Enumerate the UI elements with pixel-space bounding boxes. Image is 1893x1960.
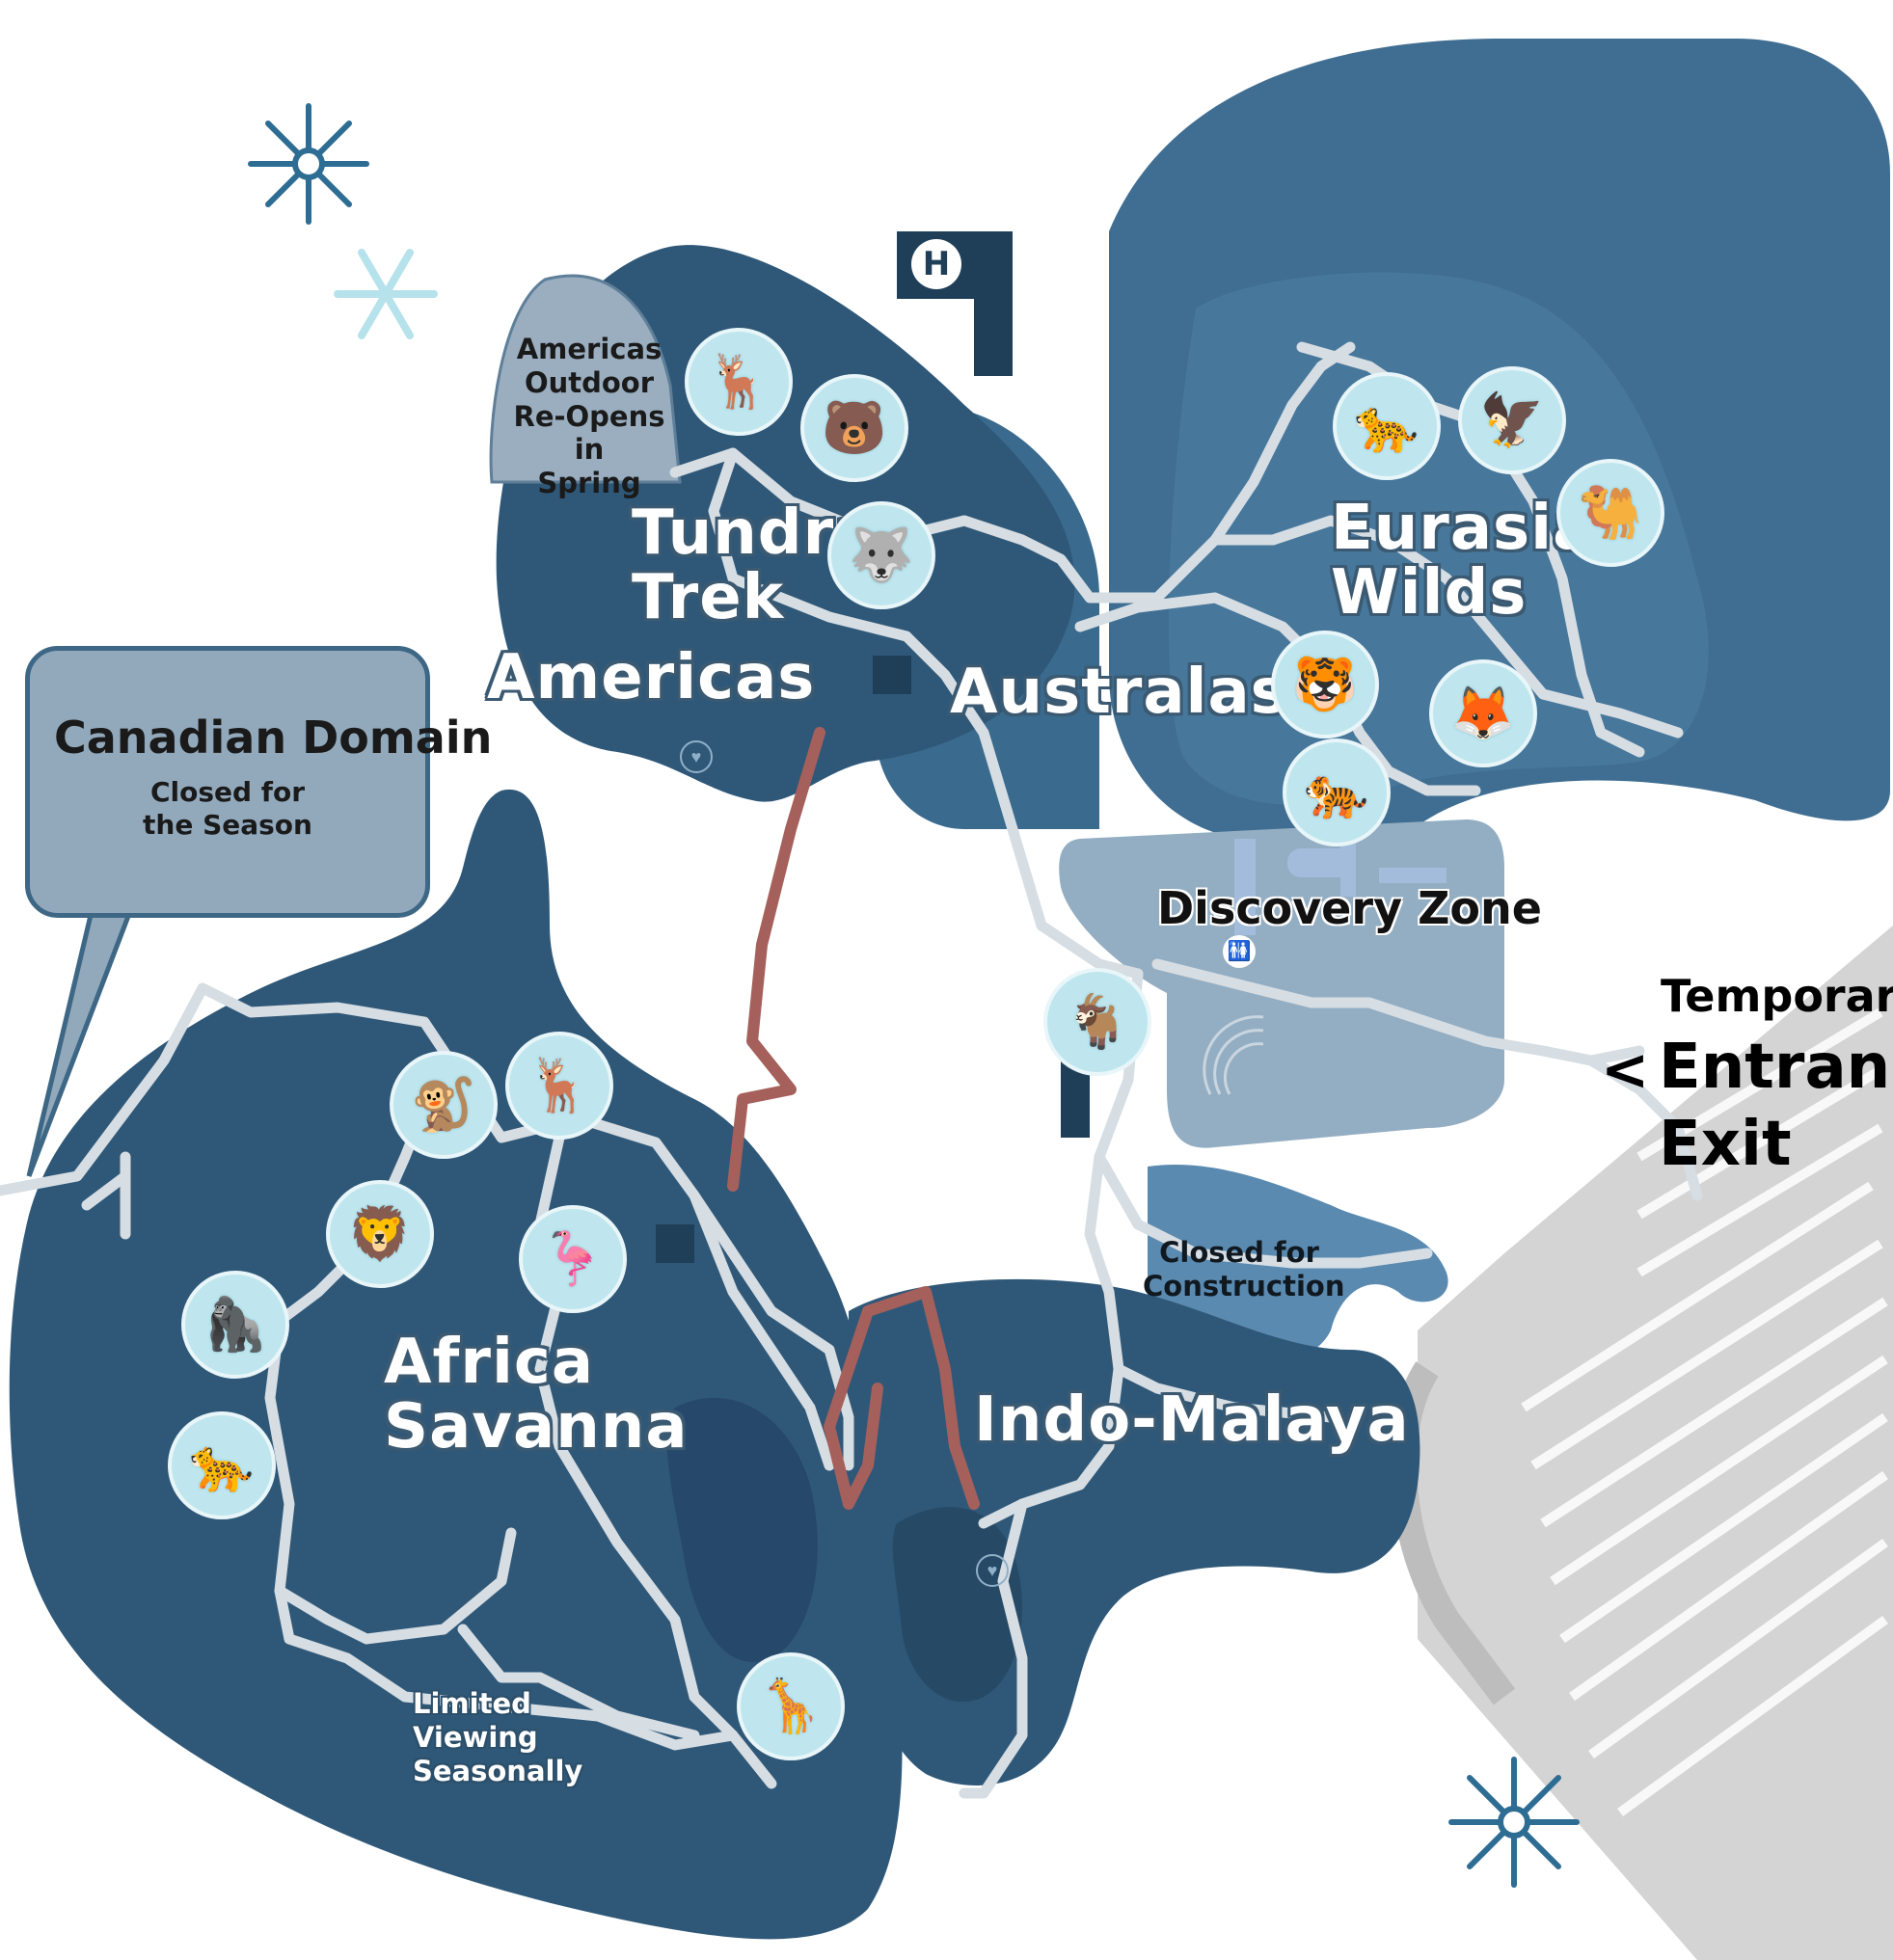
polar-bear-icon[interactable]: 🐻 [800,374,908,482]
snow-leopard-icon[interactable]: 🐆 [1333,372,1441,480]
closed-trail [727,727,980,1510]
lemur-icon[interactable]: 🐒 [390,1051,498,1159]
buildings [656,231,1090,1263]
gorilla-icon[interactable]: 🦍 [181,1271,289,1379]
exit-label: Exit [1659,1109,1792,1180]
americas-outdoor-closed [489,274,682,484]
africa-savanna-label: Africa Savanna [384,1327,689,1463]
caribou-icon[interactable]: 🦌 [685,328,793,436]
americas-label: Americas [487,642,816,713]
hospital-icon: H [911,239,961,289]
snowflake-decoration [248,103,1580,1888]
tiger-icon[interactable]: 🐯 [1271,631,1379,738]
white-tiger-icon[interactable]: 🐅 [1283,738,1391,846]
limited-viewing-note: Limited Viewing Seasonally [413,1687,583,1787]
giraffe-icon[interactable]: 🦒 [737,1652,845,1760]
canadian-domain-title: Canadian Domain [54,712,493,764]
entrance-label: Entrance [1659,1032,1893,1103]
restroom-icon: 🚻 [1223,935,1256,968]
indo-malaya-label: Indo-Malaya [974,1384,1410,1456]
snowflake-decoration-light [334,249,438,339]
canadian-domain-status: Closed for the Season [143,776,312,841]
cheetah-icon[interactable]: 🐆 [168,1411,276,1519]
canadian-domain-callout [25,646,430,918]
eurasia-wilds-label: Eurasia Wilds [1331,493,1596,630]
entrance-arrow: < [1601,1036,1650,1104]
americas-outdoor-note: Americas Outdoor Re-Opens in Spring [513,333,665,500]
discovery-zone-region [1059,819,1504,1148]
discovery-zone-label: Discovery Zone [1157,882,1542,934]
eagle-icon[interactable]: 🦅 [1458,366,1566,474]
antelope-icon[interactable]: 🦌 [505,1032,613,1140]
red-panda-icon[interactable]: 🦊 [1429,659,1537,767]
lion-icon[interactable]: 🦁 [326,1180,434,1288]
goat-icon[interactable]: 🐐 [1043,968,1151,1076]
construction-note: Closed for Construction [1143,1236,1345,1302]
ostrich-icon[interactable]: 🦩 [519,1205,627,1313]
temporary-label: Temporary [1661,970,1893,1022]
wolf-icon[interactable]: 🐺 [827,501,935,609]
camel-icon[interactable]: 🐫 [1556,459,1664,567]
first-aid-icon-2: ♥ [976,1554,1009,1587]
first-aid-icon: ♥ [680,740,713,773]
